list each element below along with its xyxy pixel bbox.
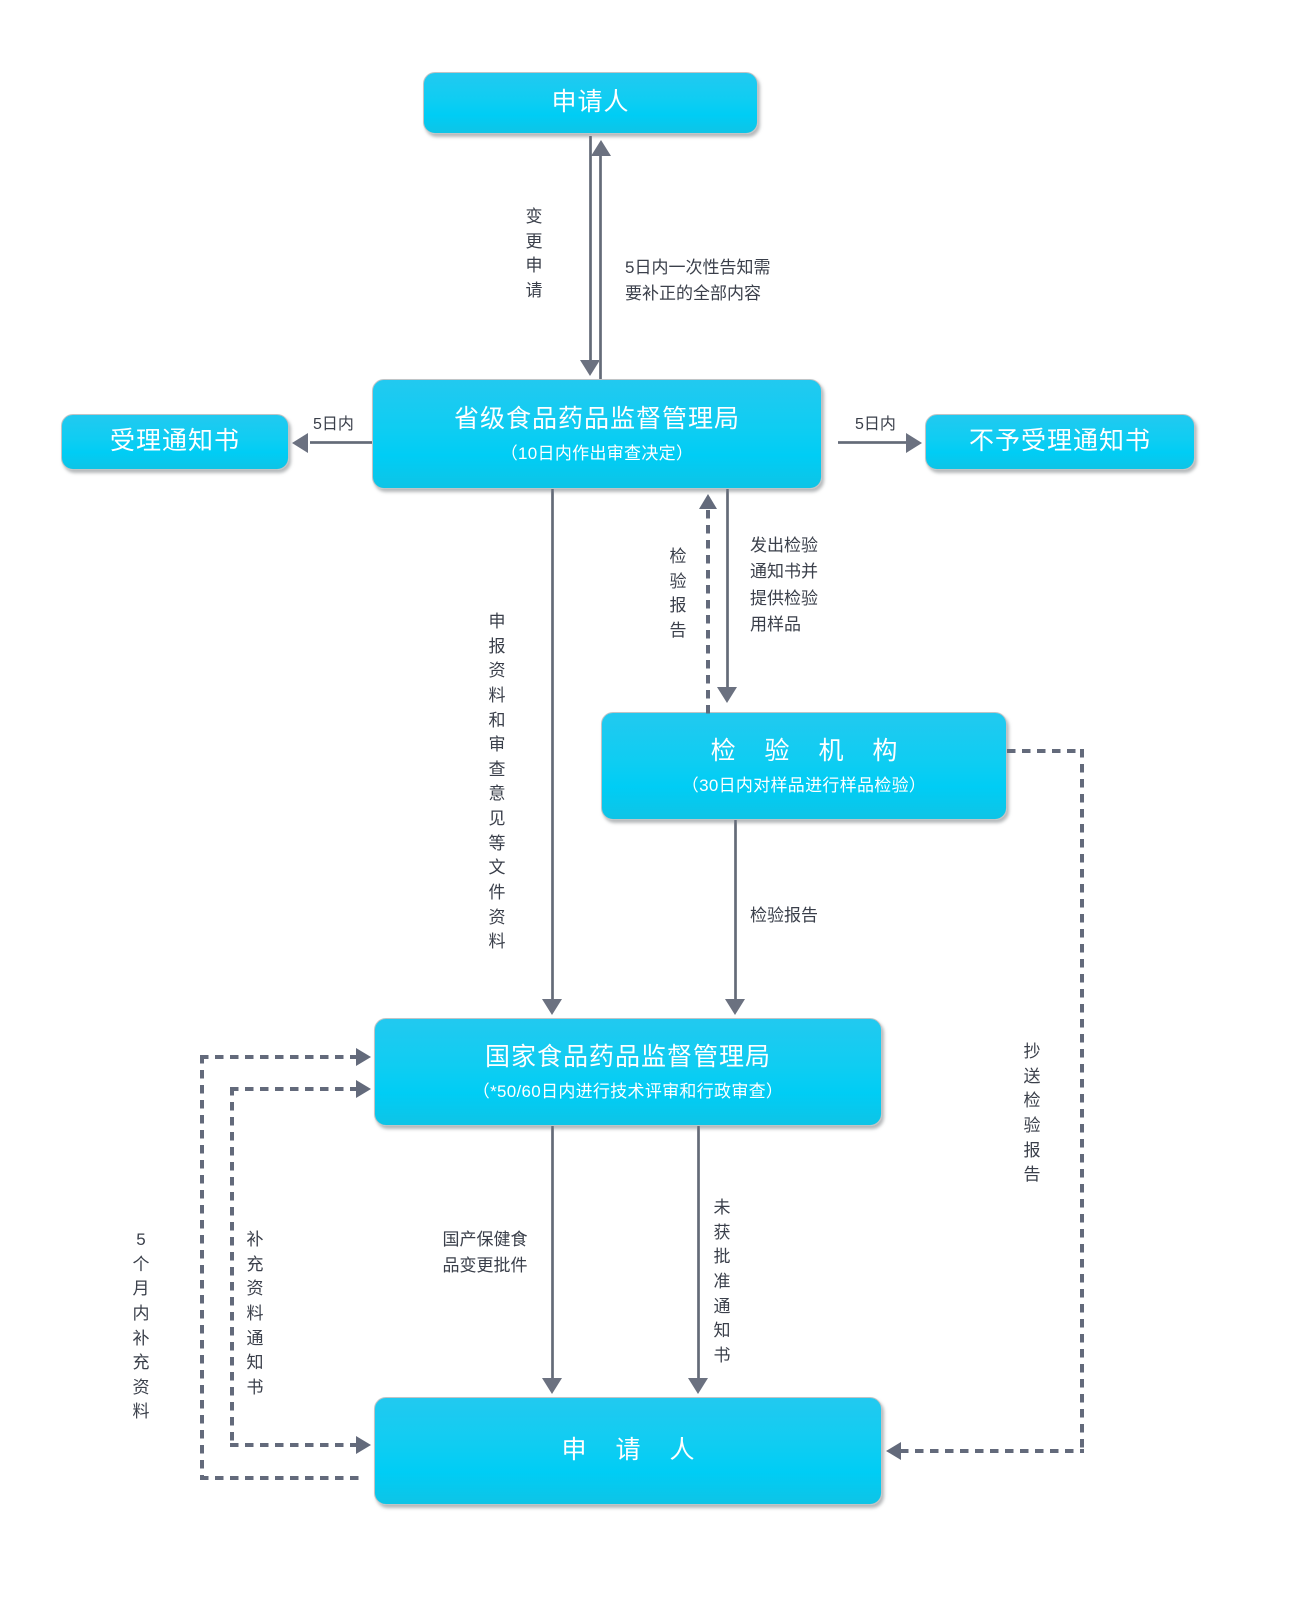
node-rejection-notice-title: 不予受理通知书 [968, 427, 1151, 456]
edge-not-approved-notice-arrowhead [688, 1378, 708, 1394]
edge-label-change-application: 变更申请 [525, 207, 543, 300]
edge-label-copy-test-report: 抄 送 检 验 报 告 [1023, 1042, 1041, 1185]
edge-supplement-5-months-arrowhead [356, 1048, 371, 1066]
node-acceptance-notice[interactable]: 受理通知书 [61, 414, 289, 470]
edge-notify-corrections-line [599, 155, 602, 379]
node-national-bureau[interactable]: 国家食品药品监督管理局 （*50/60日内进行技术评审和行政审查） [374, 1018, 882, 1126]
edge-notify-corrections-arrowhead [591, 140, 611, 156]
node-testing-institution-title: 检 验 机 构 [710, 737, 909, 766]
edge-supplement-5-months-bottom-segment [200, 1476, 360, 1480]
edge-domestic-change-approval-line [551, 1126, 554, 1380]
edge-label-within-5-days-left: 5日内 [313, 416, 354, 433]
edge-label-domestic-change-approval: 国产保健食 品变更批件 [442, 1230, 528, 1276]
edge-copy-test-report-arrowhead [886, 1442, 901, 1460]
edge-supplement-notice-bottom-arrowhead [356, 1436, 371, 1454]
edge-label-test-report-horizontal: 检验报告 [750, 906, 818, 925]
edge-label-supplement-5-months: 5 个 月内 补充 资料 [132, 1230, 150, 1422]
node-testing-institution-subtitle: （30日内对样品进行样品检验） [681, 775, 927, 795]
node-applicant-top-title: 申请人 [551, 88, 630, 117]
edge-acceptance-line [310, 441, 372, 444]
edge-change-application-arrowhead [580, 360, 600, 376]
node-testing-institution[interactable]: 检 验 机 构 （30日内对样品进行样品检验） [601, 712, 1007, 820]
edge-not-approved-notice-line [697, 1126, 700, 1380]
edge-supplement-notice-vertical [230, 1087, 234, 1447]
edge-supplement-5-months-top-segment [200, 1055, 358, 1059]
node-national-bureau-title: 国家食品药品监督管理局 [484, 1043, 771, 1072]
node-applicant-bottom[interactable]: 申 请 人 [374, 1397, 882, 1505]
edge-supplement-notice-bottom-segment [230, 1443, 358, 1447]
edge-test-report-down-arrowhead [725, 999, 745, 1015]
edge-label-test-report-vertical: 检验报告 [669, 547, 687, 640]
edge-issue-test-notice-arrowhead [717, 687, 737, 703]
edge-copy-test-report-vertical-segment [1080, 749, 1084, 1451]
edge-declaration-materials-line [551, 489, 554, 1001]
edge-supplement-notice-top-arrowhead [356, 1080, 371, 1098]
edge-change-application-line [589, 136, 592, 361]
edge-copy-test-report-top-segment [1007, 749, 1084, 753]
node-rejection-notice[interactable]: 不予受理通知书 [925, 414, 1195, 470]
node-applicant-bottom-title: 申 请 人 [561, 1436, 706, 1465]
node-provincial-bureau-title: 省级食品药品监督管理局 [453, 405, 740, 434]
edge-test-report-up-line [706, 510, 710, 718]
edge-label-declaration-materials: 申报 资料 和审 查意 见等 文件 资料 [488, 612, 506, 952]
node-acceptance-notice-title: 受理通知书 [109, 427, 240, 456]
edge-issue-test-notice-line [726, 489, 729, 689]
edge-declaration-materials-arrowhead [542, 999, 562, 1015]
node-national-bureau-subtitle: （*50/60日内进行技术评审和行政审查） [472, 1081, 784, 1101]
edge-test-report-down-line [734, 820, 737, 1001]
node-provincial-bureau-subtitle: （10日内作出审查决定） [500, 443, 694, 463]
edge-label-within-5-days-right: 5日内 [855, 416, 896, 433]
edge-acceptance-arrowhead [292, 433, 308, 453]
edge-label-notify-corrections: 5日内一次性告知需 要补正的全部内容 [625, 258, 771, 304]
node-provincial-bureau[interactable]: 省级食品药品监督管理局 （10日内作出审查决定） [372, 379, 822, 489]
edge-rejection-line [838, 441, 908, 444]
edge-rejection-arrowhead [906, 433, 922, 453]
edge-label-supplement-notice: 补充 资料 通知 书 [246, 1230, 264, 1397]
edge-copy-test-report-bottom-segment [900, 1449, 1084, 1453]
edge-supplement-5-months-vertical [200, 1055, 204, 1480]
edge-label-not-approved-notice: 未获 批准 通知 书 [713, 1198, 731, 1365]
node-applicant-top[interactable]: 申请人 [423, 72, 758, 134]
edge-supplement-notice-top-segment [230, 1087, 358, 1091]
edge-domestic-change-approval-arrowhead [542, 1378, 562, 1394]
edge-label-issue-test-notice: 发出检验 通知书并 提供检验 用样品 [750, 536, 818, 635]
edge-test-report-up-arrowhead [699, 494, 717, 509]
